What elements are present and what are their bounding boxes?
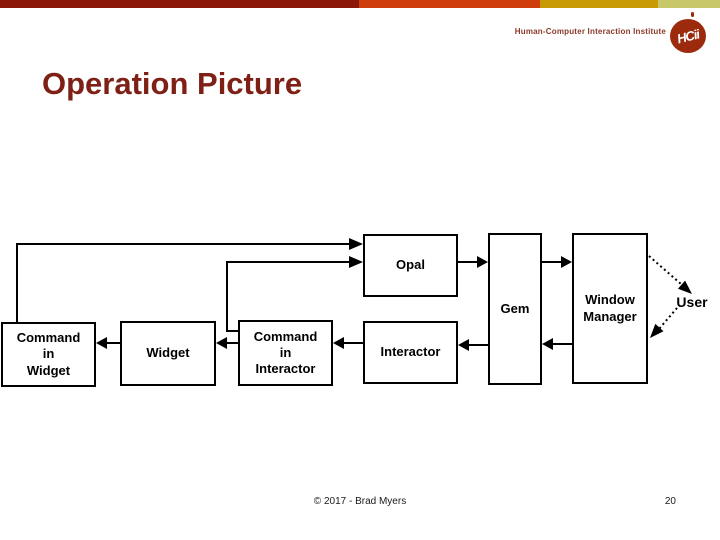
top-bar-segment-olive <box>658 0 720 8</box>
box-command-in-interactor: Command in Interactor <box>238 320 333 386</box>
top-bar-segment-gold <box>540 0 658 8</box>
arrowhead-into-opal-top <box>349 238 363 250</box>
institute-name: Human-Computer Interaction Institute <box>514 27 666 36</box>
hcii-logo-icon: HCii <box>670 19 706 53</box>
arrowhead-into-widget <box>216 337 227 349</box>
box-window-manager: Window Manager <box>572 233 648 384</box>
page-title: Operation Picture <box>42 66 303 101</box>
edge-wm-to-user <box>648 255 682 285</box>
arrowhead-into-opal-bottom <box>349 256 363 268</box>
user-label: User <box>676 294 708 310</box>
top-bar-segment-orange <box>359 0 540 8</box>
arrowhead-into-wm <box>561 256 572 268</box>
box-widget: Widget <box>120 321 216 386</box>
top-bar-segment-maroon <box>0 0 359 8</box>
top-color-bar <box>0 0 720 8</box>
arrowhead-into-cmdwidget <box>96 337 107 349</box>
arrowhead-into-wm-dashed <box>650 323 664 338</box>
box-opal: Opal <box>363 234 458 297</box>
box-gem: Gem <box>488 233 542 385</box>
arrowhead-into-interactor <box>458 339 469 351</box>
edge-user-to-wm <box>658 307 678 330</box>
hcii-logo-dot <box>691 12 694 17</box>
arrowhead-into-gem-top <box>477 256 488 268</box>
footer-page-number: 20 <box>664 496 676 507</box>
edge-cmdwidget-to-opal <box>16 243 350 322</box>
box-interactor: Interactor <box>363 321 458 384</box>
footer-credit: © 2017 - Brad Myers <box>313 496 407 507</box>
edge-cmdinteractor-to-opal <box>226 261 350 332</box>
arrowhead-into-user <box>677 280 692 294</box>
arrowhead-into-gem-bottom <box>542 338 553 350</box>
box-command-in-widget: Command in Widget <box>1 322 96 387</box>
arrowhead-into-cmdinteractor <box>333 337 344 349</box>
